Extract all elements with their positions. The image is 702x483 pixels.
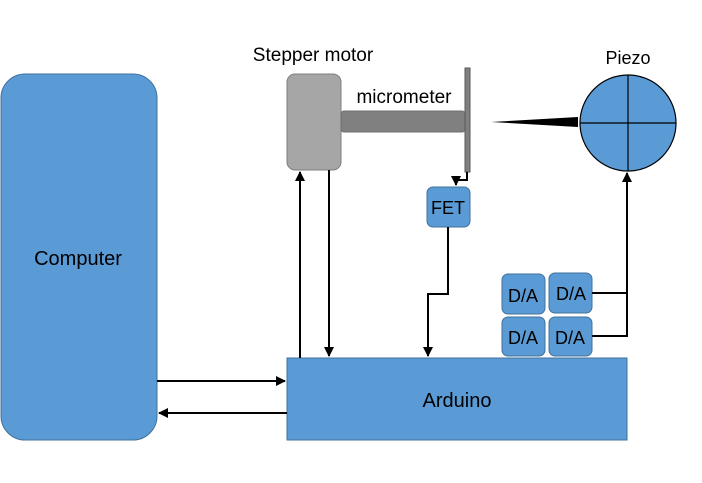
- da-label-top-left: D/A: [508, 286, 538, 306]
- micrometer-plate: [464, 67, 471, 173]
- computer-block: Computer: [0, 73, 158, 441]
- da-box-bottom-left: [501, 316, 546, 357]
- computer-label: Computer: [34, 248, 122, 270]
- arduino-label: Arduino: [423, 390, 492, 412]
- wire-da-bottom-to-piezo: [592, 293, 628, 337]
- da-label-bottom-left: D/A: [508, 328, 538, 348]
- piezo: Piezo: [579, 48, 677, 172]
- piezo-label: Piezo: [605, 48, 650, 68]
- wire-da-top-to-piezo: [592, 172, 632, 294]
- fet-block: FET: [426, 186, 471, 228]
- da-label-top-right: D/A: [556, 284, 586, 304]
- fet-label: FET: [431, 198, 465, 218]
- micrometer: micrometer: [340, 67, 471, 173]
- micrometer-shaft: [340, 110, 466, 133]
- computer-box: [0, 73, 158, 441]
- da-converters: D/A D/A D/A D/A: [501, 272, 593, 357]
- wire-plate-to-fet: [451, 172, 468, 186]
- da-label-bottom-right: D/A: [555, 328, 585, 348]
- stepper-motor-label: Stepper motor: [253, 45, 374, 66]
- stepper-motor-body: [286, 73, 342, 171]
- arduino-block: Arduino: [286, 357, 628, 441]
- connections: [157, 170, 632, 418]
- micrometer-label: micrometer: [356, 87, 452, 108]
- da-box-top-left: [501, 273, 546, 315]
- arduino-box: [286, 357, 628, 441]
- probe-tip: [491, 117, 578, 127]
- wire-fet-to-arduino: [423, 227, 449, 357]
